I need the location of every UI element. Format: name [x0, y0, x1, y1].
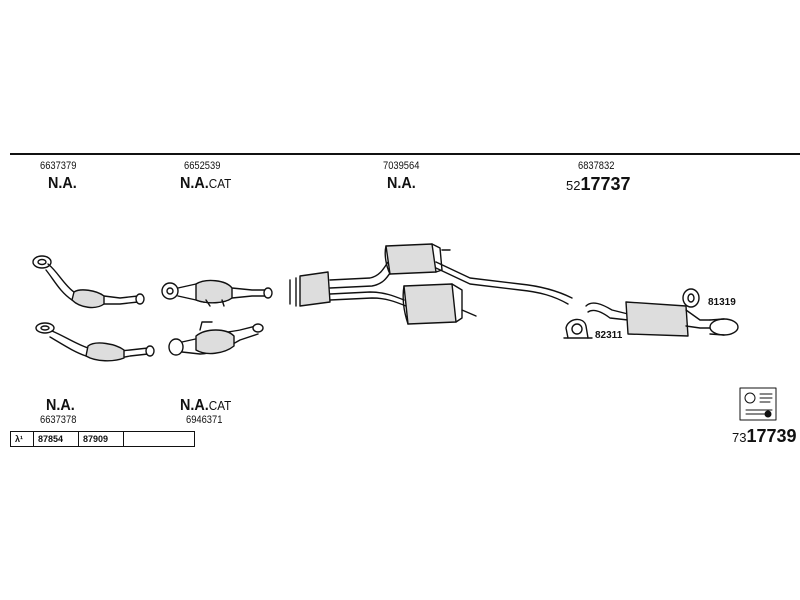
top-divider-line: [10, 153, 800, 155]
status-na-2: N.A.: [387, 175, 416, 192]
lambda-cell-2: 87909: [79, 432, 124, 446]
lambda-symbol: λ¹: [11, 432, 34, 446]
centre-pipe-twin-silencers: [289, 243, 573, 325]
status-na-1: N.A.: [48, 175, 77, 192]
assembly-code-7317739: 7317739: [732, 426, 797, 446]
status-na-cat-1: N.A.CAT: [180, 175, 232, 192]
front-pipe-cat-2: [35, 322, 155, 362]
clamp-82311: [563, 318, 593, 339]
part-number-6637378: 6637378: [40, 414, 77, 426]
part-number-7039564: 7039564: [383, 160, 420, 172]
lambda-sensor-table: λ¹ 87854 87909: [10, 431, 195, 447]
rubber-hanger-81319: [682, 288, 700, 308]
part-code-5217737: 5217737: [566, 174, 631, 194]
part-number-81319: 81319: [708, 297, 736, 308]
catalyst-1: [161, 279, 273, 307]
part-number-6637379: 6637379: [40, 160, 77, 172]
rear-silencer: [585, 301, 739, 337]
status-na-3: N.A.: [46, 397, 75, 414]
status-na-cat-2: N.A.CAT: [180, 397, 232, 414]
fitting-kit-icon: [739, 387, 777, 421]
part-number-6946371: 6946371: [186, 414, 223, 426]
part-number-6652539: 6652539: [184, 160, 221, 172]
catalyst-2: [168, 321, 264, 356]
lambda-cell-1: 87854: [34, 432, 79, 446]
part-number-6837832: 6837832: [578, 160, 615, 172]
part-number-82311: 82311: [595, 330, 623, 341]
front-pipe-cat-1: [32, 255, 145, 309]
